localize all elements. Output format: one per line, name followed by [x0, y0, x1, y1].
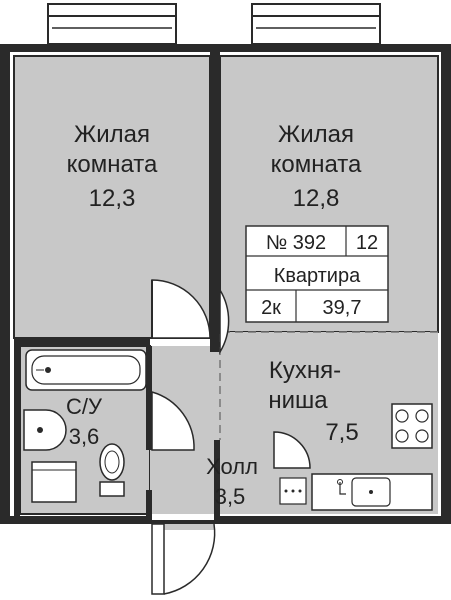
hall-name: Холл	[206, 454, 258, 479]
apartment-type-label: Квартира	[274, 265, 361, 287]
label-kitchen: Кухня- ниша 7,5	[268, 357, 358, 446]
apartment-number: № 392	[266, 232, 326, 254]
washing-machine-icon	[31, 461, 77, 503]
hall-area: 3,5	[215, 484, 246, 509]
living-right-name-line2: комната	[271, 151, 362, 178]
label-hall: Холл 3,5	[206, 454, 258, 509]
interior-walls	[14, 52, 220, 516]
apartment-rooms: 2к	[261, 297, 281, 319]
door-living-right	[219, 287, 230, 355]
living-left-name-line1: Жилая	[74, 121, 150, 148]
kitchen-sink-icon	[337, 477, 391, 507]
living-left-area: 12,3	[89, 185, 136, 212]
label-living-right: Жилая комната 12,8	[271, 121, 362, 212]
label-bathroom: С/У 3,6	[66, 394, 103, 449]
apartment-info-box: № 392 12 Квартира 2к 39,7	[245, 225, 389, 323]
electrical-panel-icon	[279, 477, 307, 505]
toilet-icon	[99, 443, 125, 497]
outer-walls	[0, 44, 451, 524]
kitchen-name-line2: ниша	[268, 387, 328, 414]
apartment-floor: 12	[356, 232, 378, 254]
door-living-left	[151, 279, 211, 339]
stove-icon	[391, 403, 433, 449]
window-left	[47, 3, 177, 45]
living-right-name-line1: Жилая	[278, 121, 354, 148]
bathroom-name: С/У	[66, 394, 103, 419]
bathtub-icon	[25, 349, 147, 391]
kitchen-area: 7,5	[325, 419, 358, 446]
sink-icon	[23, 409, 67, 451]
door-bathroom	[151, 391, 195, 451]
door-entrance	[151, 520, 216, 595]
bathroom-area: 3,6	[69, 424, 100, 449]
window-right	[251, 3, 381, 45]
kitchen-name-line1: Кухня-	[269, 357, 341, 384]
living-right-area: 12,8	[293, 185, 340, 212]
apartment-total-area: 39,7	[323, 297, 362, 319]
label-living-left: Жилая комната 12,3	[67, 121, 158, 212]
living-left-name-line2: комната	[67, 151, 158, 178]
door-closet	[273, 431, 311, 469]
